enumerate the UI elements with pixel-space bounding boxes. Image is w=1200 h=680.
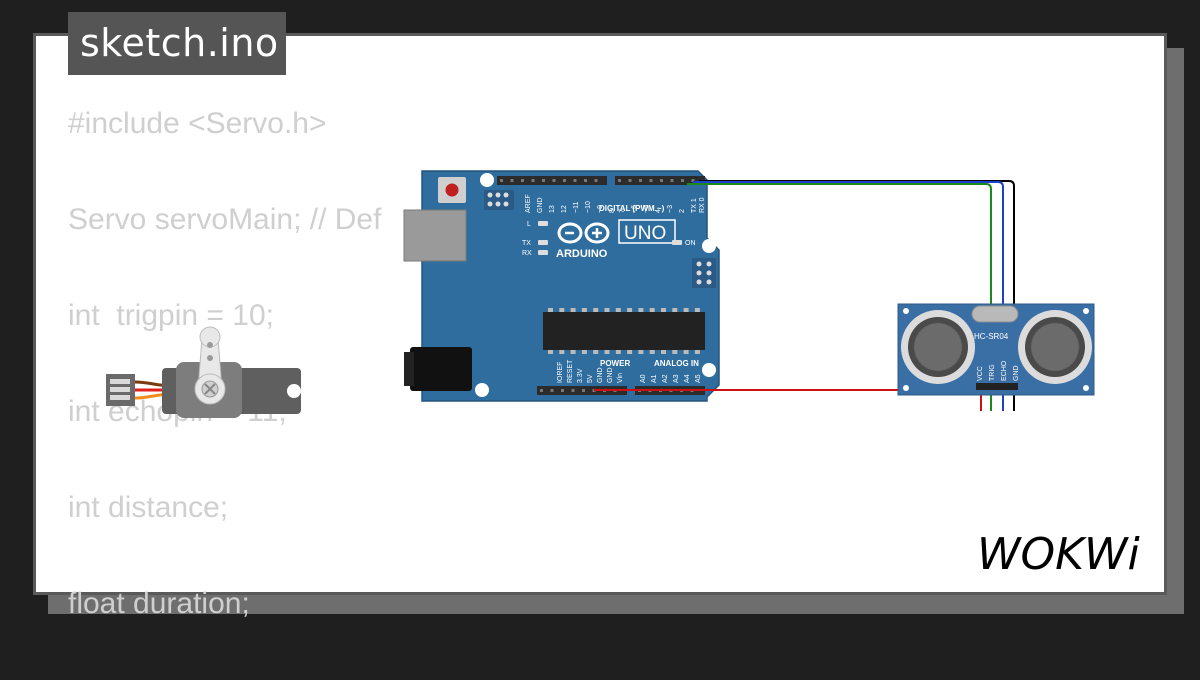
wire-green [687,183,992,411]
code-line: int trigpin = 10; [68,299,274,332]
pin-label: 3.3V [577,368,584,383]
code-line: int distance; [68,491,229,524]
servo-motor[interactable] [106,326,301,418]
pin-label: 13 [549,205,556,213]
pin-label: A5 [695,374,702,383]
pin-label: VCC [977,366,984,381]
sensor-label: HC-SR04 [974,332,1009,341]
wire-black [699,180,1015,411]
pin-label: A2 [662,374,669,383]
led-rx-label: RX [522,250,532,257]
pin-label: ~6 [631,205,638,213]
pin-label: ~11 [573,202,580,213]
pin-label: 7 [619,209,626,213]
pin-label: ~5 [643,205,650,213]
pin-label: GND [537,197,544,213]
pin-label: TRIG [989,364,996,381]
pin-label: TX 1 [691,198,698,213]
pin-label: A3 [673,374,680,383]
led-tx [538,240,548,245]
analog-label: ANALOG IN [654,359,699,368]
pin-label: ECHO [1001,360,1008,381]
pin-label: IOREF [557,362,564,383]
pin-label: GND [1013,365,1020,381]
mount-hole-2 [475,383,489,397]
pin-label: 4 [655,209,662,213]
pin-label: ~10 [585,201,592,213]
pin-label: A4 [684,374,691,383]
arduino-logo-text: ARDUINO [556,248,608,260]
pin-label: RESET [567,359,574,383]
pin-label: A0 [640,374,647,383]
code-line: Servo servoMain; // Def [68,203,382,236]
usb-port [403,209,467,262]
pin-label: GND [597,367,604,383]
led-tx-label: TX [522,240,531,247]
ultrasonic-sensor[interactable]: HC-SR04 VCC TRIG ECHO GND [897,303,1095,396]
pin-label: 2 [679,209,686,213]
power-jack [410,347,472,391]
sensor-transducer-right [1018,310,1092,384]
pin-label: ~9 [597,205,604,213]
arduino-logo [557,222,610,244]
uno-box [618,219,676,244]
header-top-left [497,176,607,185]
pin-label: 5V [587,374,594,383]
power-label: POWER [600,359,630,368]
led-rx [538,250,548,255]
atmega-chip [543,312,705,350]
led-on-label: ON [685,240,696,247]
led-l-label: L [527,221,531,228]
code-line: float duration; [68,587,250,620]
file-tab-title: sketch.ino [68,12,286,75]
pin-label: A1 [651,374,658,383]
digital-label: DIGITAL (PWM ~) [599,204,665,213]
pin-label: 12 [561,205,568,213]
code-preview: #include <Servo.h> Servo servoMain; // De… [68,104,381,680]
mount-hole-4 [702,363,716,377]
wire-blue [693,181,1004,411]
pin-label: 8 [609,209,616,213]
mount-hole-3 [702,239,716,253]
pin-label: AREF [525,194,532,213]
led-on [672,240,682,245]
pin-label: GND [607,367,614,383]
wokwi-logo: WOKWi [977,529,1140,580]
wokwi-logo-text: WOKWi [977,529,1140,580]
pin-label: RX 0 [699,197,706,213]
uno-model-text: UNO [624,223,666,244]
led-l [538,221,548,226]
pin-label: ~3 [667,205,674,213]
sensor-transducer-left [901,310,975,384]
sensor-crystal [971,305,1019,323]
pin-label: Vin [617,373,624,383]
mount-hole-1 [480,173,494,187]
code-line: #include <Servo.h> [68,107,327,140]
